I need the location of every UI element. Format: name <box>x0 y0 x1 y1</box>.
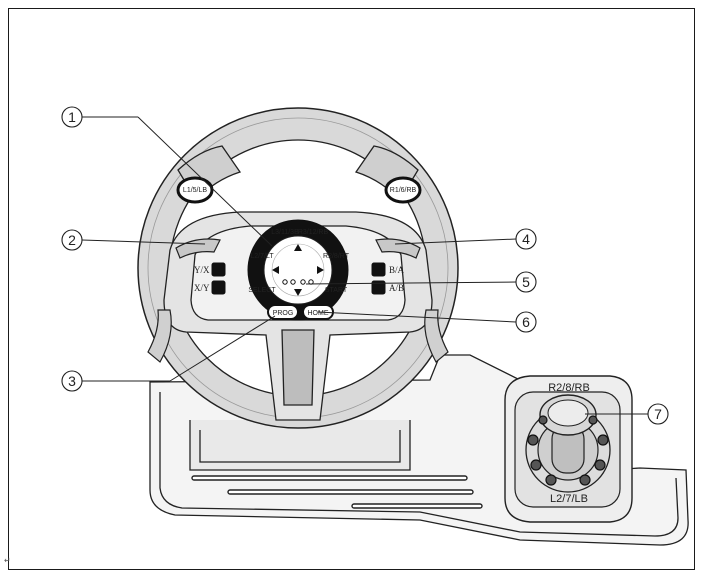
svg-text:7: 7 <box>654 406 662 422</box>
callout-6: 6 <box>515 311 537 333</box>
base-grip-lines <box>191 475 483 509</box>
svg-text:1: 1 <box>68 109 76 125</box>
l1-label: L1/5/LB <box>183 187 207 194</box>
start-label: START <box>325 287 348 294</box>
callout-1: 1 <box>61 106 83 128</box>
r2-label: R2/8/RT <box>323 253 350 260</box>
b-a-label: B/A <box>389 265 405 275</box>
callout-5: 5 <box>515 271 537 293</box>
face-buttons <box>211 262 386 295</box>
x-y-label: X/Y <box>194 283 210 293</box>
y-x-label: Y/X <box>194 265 210 275</box>
pedal-top-label: R2/8/RB <box>548 382 590 394</box>
select-label: SELECT <box>248 287 276 294</box>
a-b-label: A/B <box>389 283 404 293</box>
pedal-unit-buttons <box>527 415 609 486</box>
pedal-bottom-label: L2/7/LB <box>550 493 588 505</box>
r3-label: R3/12/RB <box>298 229 329 236</box>
prog-label: PROG <box>273 310 294 317</box>
callout-2: 2 <box>61 229 83 251</box>
svg-text:4: 4 <box>522 231 530 247</box>
l2-label: L2/7/LT <box>250 253 274 260</box>
wheel-lower-grips <box>147 309 449 363</box>
home-label: HOME <box>308 310 329 317</box>
callout-leader-lines <box>81 116 648 415</box>
diagram-frame <box>8 8 695 570</box>
svg-text:3: 3 <box>68 373 76 389</box>
svg-text:6: 6 <box>522 314 530 330</box>
center-dpad-cluster <box>247 219 349 321</box>
callout-3: 3 <box>61 370 83 392</box>
svg-text:2: 2 <box>68 232 76 248</box>
r1-label: R1/6/RB <box>390 187 417 194</box>
callout-7: 7 <box>647 403 669 425</box>
paragraph-mark: ↵ <box>4 556 11 565</box>
svg-text:5: 5 <box>522 274 530 290</box>
pedal-unit <box>504 375 633 523</box>
shoulder-buttons <box>176 176 422 204</box>
l3-label: L3/11/3B <box>271 229 299 236</box>
callout-4: 4 <box>515 228 537 250</box>
